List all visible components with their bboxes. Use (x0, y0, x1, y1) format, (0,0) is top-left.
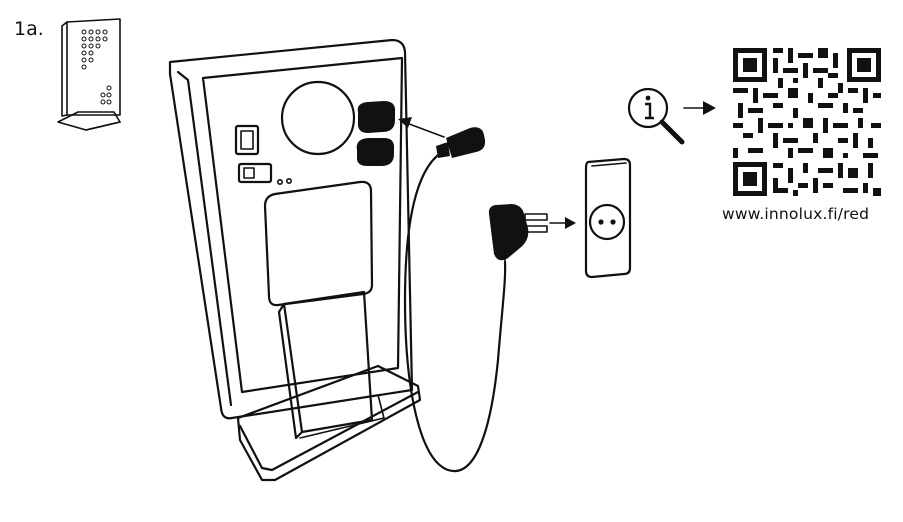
main-device (168, 38, 422, 482)
arrow-to-outlet-icon (549, 217, 576, 229)
info-url: www.innolux.fi/red (722, 205, 870, 223)
power-cable (403, 127, 548, 473)
qr-code-icon (733, 48, 881, 196)
step-label: 1a. (14, 18, 44, 40)
info-magnifier-icon (627, 87, 685, 145)
arrow-to-device-socket-icon (398, 117, 445, 138)
wall-outlet (584, 157, 632, 279)
arrow-to-qr-icon (683, 101, 716, 115)
device-thumbnail-icon (57, 18, 121, 131)
